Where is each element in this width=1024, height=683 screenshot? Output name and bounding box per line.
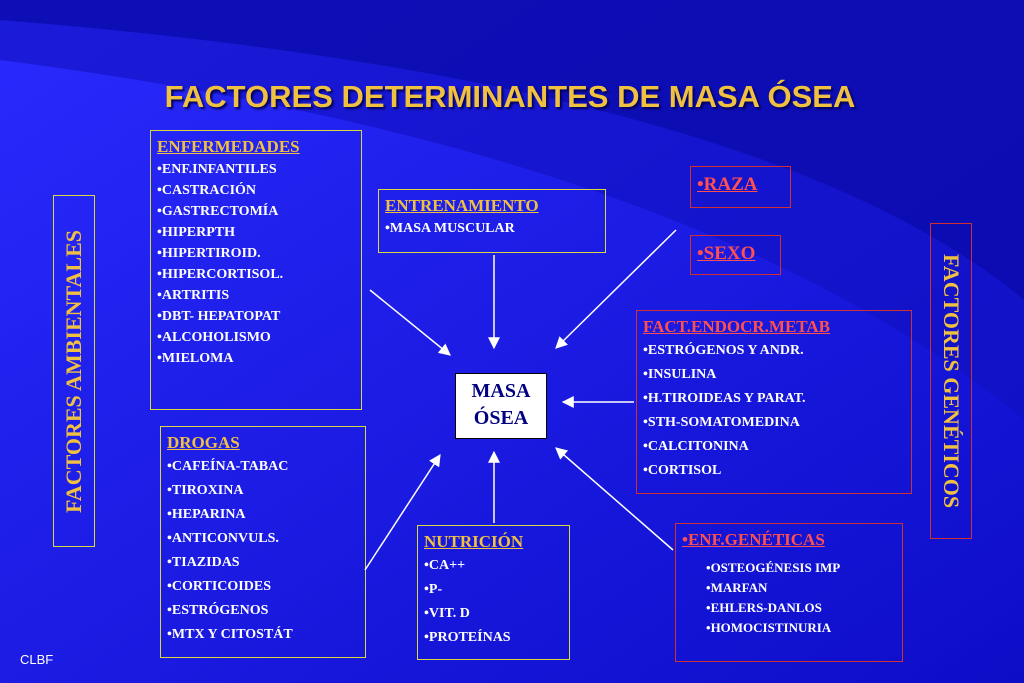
list-item: MTX Y CITOSTÁT — [167, 623, 359, 647]
list-item: CALCITONINA — [643, 435, 905, 459]
geneticas-box: •ENF.GENÉTICAS OSTEOGÉNESIS IMP MARFAN E… — [675, 523, 903, 662]
list-item: HIPERPTH — [157, 222, 355, 243]
center-line-1: MASA — [471, 380, 531, 402]
list-item: MIELOMA — [157, 348, 355, 369]
side-label-geneticos: FACTORES GENÉTICOS — [930, 223, 972, 539]
list-item: HOMOCISTINURIA — [706, 618, 896, 638]
footer-label: CLBF — [20, 652, 54, 667]
side-label-geneticos-text: FACTORES GENÉTICOS — [939, 253, 964, 509]
center-masa-osea-box: MASA ÓSEA — [455, 373, 547, 439]
entrenamiento-heading: ENTRENAMIENTO — [385, 196, 539, 215]
list-item: TIAZIDAS — [167, 551, 359, 575]
side-label-ambientales: FACTORES AMBIENTALES — [53, 195, 95, 547]
list-item: ARTRITIS — [157, 285, 355, 306]
nutricion-heading: NUTRICIÓN — [424, 532, 524, 551]
list-item: ALCOHOLISMO — [157, 327, 355, 348]
list-item: HEPARINA — [167, 503, 359, 527]
geneticas-heading: •ENF.GENÉTICAS — [682, 530, 825, 549]
drogas-box: DROGAS CAFEÍNA-TABAC TIROXINA HEPARINA A… — [160, 426, 366, 658]
endocr-box: FACT.ENDOCR.METAB ESTRÓGENOS Y ANDR. INS… — [636, 310, 912, 494]
list-item: INSULINA — [643, 363, 905, 387]
list-item: VIT. D — [424, 602, 563, 626]
drogas-list: CAFEÍNA-TABAC TIROXINA HEPARINA ANTICONV… — [167, 455, 359, 647]
list-item: STH-SOMATOMEDINA — [643, 411, 905, 435]
list-item: MASA MUSCULAR — [385, 218, 599, 239]
list-item: CORTICOIDES — [167, 575, 359, 599]
list-item: PROTEÍNAS — [424, 626, 563, 650]
list-item: CASTRACIÓN — [157, 180, 355, 201]
enfermedades-list: ENF.INFANTILES CASTRACIÓN GASTRECTOMÍA H… — [157, 159, 355, 369]
list-item: HIPERCORTISOL. — [157, 264, 355, 285]
raza-box: •RAZA — [690, 166, 791, 208]
list-item: ENF.INFANTILES — [157, 159, 355, 180]
entrenamiento-box: ENTRENAMIENTO MASA MUSCULAR — [378, 189, 606, 253]
list-item: EHLERS-DANLOS — [706, 598, 896, 618]
list-item: OSTEOGÉNESIS IMP — [706, 558, 896, 578]
list-item: MARFAN — [706, 578, 896, 598]
endocr-heading: FACT.ENDOCR.METAB — [643, 317, 830, 336]
nutricion-box: NUTRICIÓN CA++ P- VIT. D PROTEÍNAS — [417, 525, 570, 660]
list-item: CA++ — [424, 554, 563, 578]
list-item: CORTISOL — [643, 459, 905, 483]
endocr-list: ESTRÓGENOS Y ANDR. INSULINA H.TIROIDEAS … — [643, 339, 905, 483]
list-item: DBT- HEPATOPAT — [157, 306, 355, 327]
list-item: ESTRÓGENOS Y ANDR. — [643, 339, 905, 363]
entrenamiento-list: MASA MUSCULAR — [385, 218, 599, 239]
list-item: CAFEÍNA-TABAC — [167, 455, 359, 479]
list-item: ESTRÓGENOS — [167, 599, 359, 623]
side-label-ambientales-text: FACTORES AMBIENTALES — [61, 229, 86, 513]
nutricion-list: CA++ P- VIT. D PROTEÍNAS — [424, 554, 563, 650]
enfermedades-heading: ENFERMEDADES — [157, 137, 300, 156]
sexo-heading: •SEXO — [697, 243, 756, 264]
list-item: ANTICONVULS. — [167, 527, 359, 551]
list-item: TIROXINA — [167, 479, 359, 503]
list-item: P- — [424, 578, 563, 602]
sexo-box: •SEXO — [690, 235, 781, 275]
raza-heading: •RAZA — [697, 174, 758, 195]
geneticas-list: OSTEOGÉNESIS IMP MARFAN EHLERS-DANLOS HO… — [682, 558, 896, 638]
list-item: GASTRECTOMÍA — [157, 201, 355, 222]
center-line-2: ÓSEA — [473, 407, 529, 429]
page-title: FACTORES DETERMINANTES DE MASA ÓSEA — [164, 79, 856, 114]
list-item: H.TIROIDEAS Y PARAT. — [643, 387, 905, 411]
list-item: HIPERTIROID. — [157, 243, 355, 264]
drogas-heading: DROGAS — [167, 433, 240, 452]
enfermedades-box: ENFERMEDADES ENF.INFANTILES CASTRACIÓN G… — [150, 130, 362, 410]
